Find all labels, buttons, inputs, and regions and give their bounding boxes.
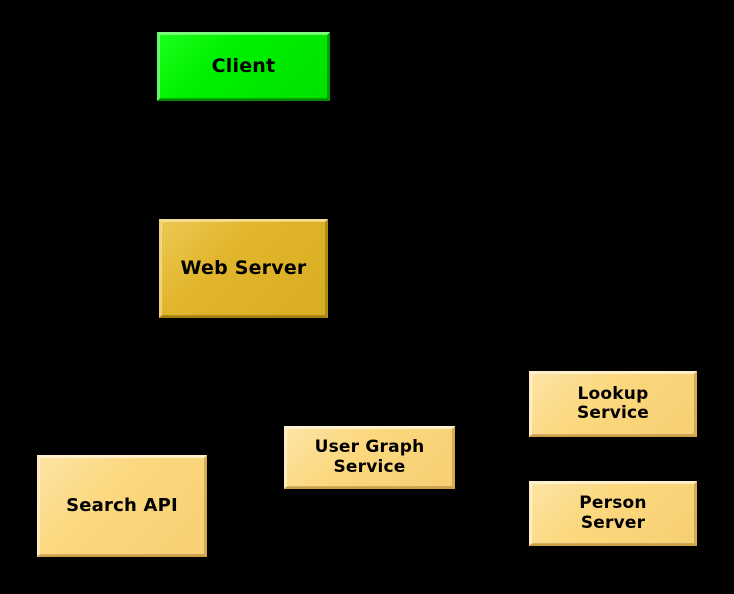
diagram-node-client-label: Client [211, 54, 276, 77]
diagram-node-person-server-label: Person Server [579, 493, 647, 533]
diagram-node-web-server-label: Web Server [180, 256, 307, 279]
diagram-node-user-graph-service-label: User Graph Service [314, 437, 425, 477]
diagram-node-lookup-service-label: Lookup Service [576, 383, 650, 423]
diagram-node-web-server[interactable]: Web Server [159, 219, 328, 318]
diagram-node-client[interactable]: Client [157, 32, 330, 101]
diagram-node-search-api-label: Search API [66, 494, 178, 516]
diagram-node-user-graph-service[interactable]: User Graph Service [284, 426, 455, 489]
diagram-node-lookup-service[interactable]: Lookup Service [529, 371, 697, 437]
diagram-node-person-server[interactable]: Person Server [529, 481, 697, 546]
diagram-node-search-api[interactable]: Search API [37, 455, 207, 557]
